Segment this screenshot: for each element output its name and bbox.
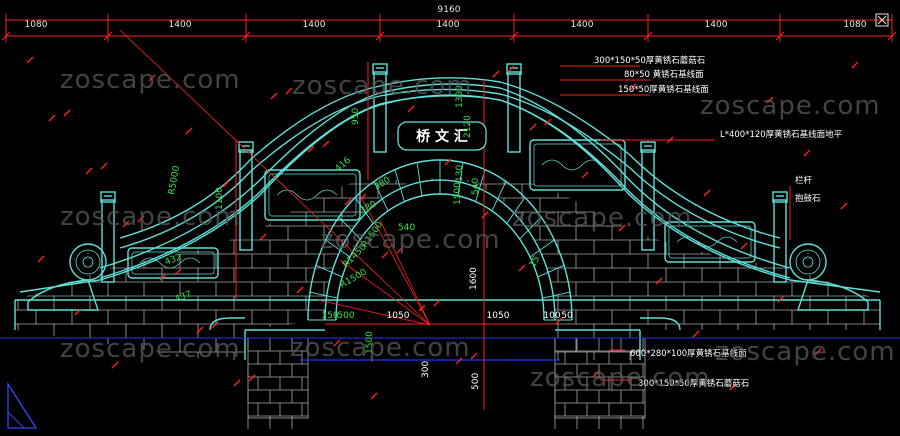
annotation-8: 300*150*50厚黄锈石蘑菇石: [638, 378, 749, 389]
top-segment-7: 1080: [844, 20, 867, 30]
watermark-4: zoscape.com: [60, 202, 241, 232]
pier-right-b: 50: [561, 311, 573, 321]
top-segment-1: 1080: [25, 20, 48, 30]
watermark-7: zoscape.com: [60, 334, 241, 364]
foundation-500: 500: [471, 373, 481, 390]
watermark-2: zoscape.com: [292, 71, 473, 101]
span-left: 1050: [387, 311, 410, 321]
bridge-structure: [0, 63, 900, 361]
carved-panel-1: [127, 247, 219, 279]
watermark-3: zoscape.com: [700, 91, 881, 121]
arch-stone-540: 540: [398, 223, 415, 233]
pier-right: 100: [543, 311, 560, 321]
watermark-10: zoscape.com: [715, 337, 896, 367]
top-segment-2: 1400: [169, 20, 192, 30]
top-total-dimension: 9160: [438, 5, 461, 15]
watermark-1: zoscape.com: [60, 65, 241, 95]
pier-left: 150: [321, 311, 338, 321]
rise-1600: 1600: [469, 267, 479, 290]
annotation-2: 80*50 黄锈石基线面: [624, 69, 704, 80]
carved-panel-4: [664, 221, 756, 263]
drum-stone-2: [789, 243, 869, 311]
keystone-1300: 1300: [455, 85, 465, 108]
annotation-7: 600*280*100厚黄锈石基线面: [630, 348, 747, 359]
panel-height: 1100: [215, 187, 225, 210]
pier-left-b: 500: [337, 311, 354, 321]
center-1500-a: 1500: [453, 182, 463, 205]
bridge-name-plaque: 桥 文 汇: [397, 121, 487, 151]
close-icon[interactable]: [875, 13, 889, 27]
annotation-5: 栏杆: [795, 175, 813, 186]
top-segment-5: 1400: [571, 20, 594, 30]
watermark-8: zoscape.com: [290, 333, 471, 363]
railing-top-rail: [119, 77, 781, 239]
arch-intrados: [335, 193, 545, 321]
railing-post-4: [506, 63, 522, 153]
railing-post-1: [100, 191, 116, 283]
drum-stone-1: [27, 243, 107, 311]
annotation-3: 150*50厚黄锈石基线面: [618, 84, 709, 95]
annotation-4: L*400*120厚黄锈石基线面地平: [720, 129, 843, 140]
keystone-2120: 2120: [463, 115, 473, 138]
carved-panel-3: [529, 139, 626, 191]
railing-second-rail: [119, 88, 781, 249]
right-arch-15: 15: [528, 255, 542, 270]
watermark-5: zoscape.com: [320, 225, 501, 255]
top-segment-dimensions: 1080 1400 1400 1400 1400 1400 1080: [25, 20, 867, 30]
railing-post-5: [640, 141, 656, 251]
watermarks: zoscape.com zoscape.com zoscape.com zosc…: [60, 65, 896, 393]
left-low-1500: 1500: [365, 331, 375, 354]
railing-post-6: [772, 191, 788, 283]
top-segment-3: 1400: [303, 20, 326, 30]
post-height-950: 950: [351, 108, 361, 125]
top-segment-6: 1400: [705, 20, 728, 30]
annotation-6: 抱鼓石: [795, 193, 821, 204]
annotation-1: 300*150*50厚黄锈石蘑菇石: [594, 55, 705, 66]
angle-triangle-icon: [7, 381, 38, 429]
plaque-text: 桥 文 汇: [416, 128, 468, 145]
span-right: 1050: [487, 311, 510, 321]
left-low-300: 300: [421, 361, 431, 378]
white-dimension-labels: 1050 1050 150 500 100 50 1600 500 1500 3…: [321, 267, 573, 390]
watermark-6: zoscape.com: [512, 203, 693, 233]
material-annotations: 300*150*50厚黄锈石蘑菇石 80*50 黄锈石基线面 150*50厚黄锈…: [594, 55, 843, 389]
top-segment-4: 1400: [437, 20, 460, 30]
foundation-blocks: [247, 337, 646, 429]
railing-post-3: [372, 63, 388, 153]
watermark-9: zoscape.com: [530, 363, 711, 393]
keystone-540: 540: [471, 178, 481, 195]
keystone-130: 130: [455, 165, 465, 182]
